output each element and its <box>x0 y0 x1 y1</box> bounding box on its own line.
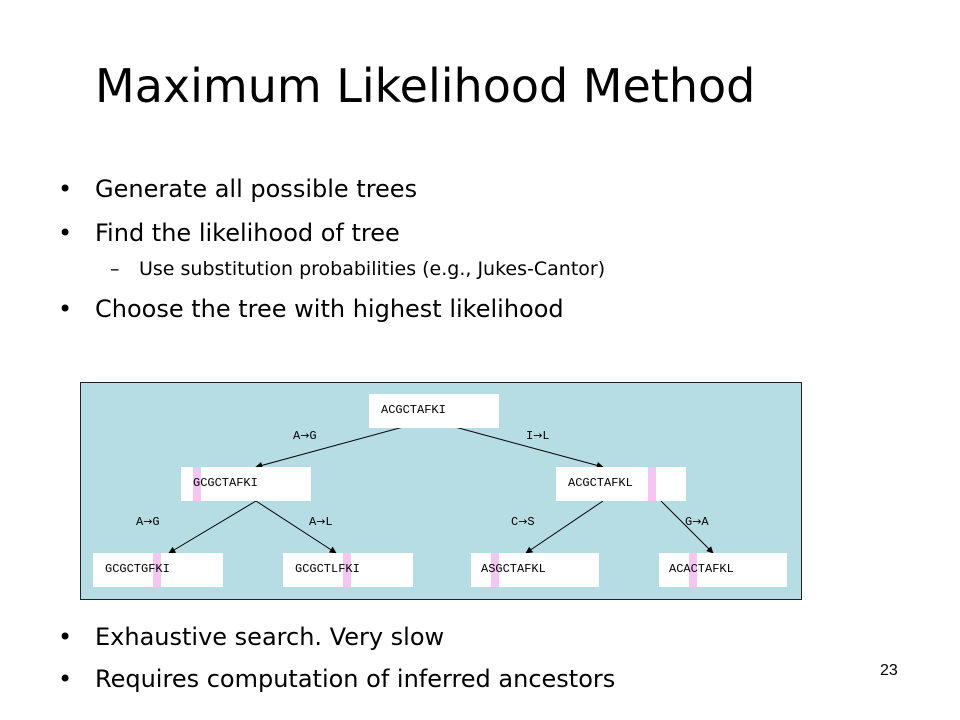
page-number: 23 <box>880 662 898 679</box>
bullet-marker: • <box>58 175 73 203</box>
node-sequence: ASGCTAFKL <box>481 562 546 576</box>
edge-left-leaf1 <box>168 500 257 554</box>
bullet-text: Generate all possible trees <box>95 175 418 203</box>
edge-label-right-leaf2: G→A <box>685 515 709 529</box>
arrow-right-icon: → <box>692 515 702 528</box>
edge-label-root-left: A→G <box>293 429 317 443</box>
substitution-highlight <box>153 553 161 587</box>
tree-leaf-2: GCGCTLFKI <box>283 553 413 587</box>
bullet-marker: • <box>58 623 73 651</box>
edge-right-leaf1 <box>525 500 604 554</box>
node-sequence: ACACTAFKL <box>669 562 734 576</box>
substitution-highlight <box>689 553 697 587</box>
substitution-highlight <box>193 467 201 501</box>
edge-label-left-leaf1: A→G <box>136 515 160 529</box>
node-sequence: GCGCTAFKI <box>193 476 258 490</box>
sub-bullet-text: Use substitution probabilities (e.g., Ju… <box>139 258 606 280</box>
edge-label-root-right: I→L <box>526 429 550 443</box>
bullet-item: • Find the likelihood of tree <box>58 218 400 248</box>
arrow-right-icon: → <box>300 429 310 442</box>
tree-leaf-1: GCGCTGFKI <box>93 553 223 587</box>
substitution-highlight <box>491 553 499 587</box>
bullet-text: Choose the tree with highest likelihood <box>95 295 564 323</box>
sub-bullet-item: – Use substitution probabilities (e.g., … <box>110 256 606 282</box>
substitution-highlight <box>343 553 351 587</box>
tree-leaf-3: ASGCTAFKL <box>471 553 599 587</box>
bullet-marker: • <box>58 219 73 247</box>
bullet-marker: • <box>58 295 73 323</box>
bullet-item: • Generate all possible trees <box>58 174 418 204</box>
edge-left-leaf2 <box>255 500 337 554</box>
arrow-right-icon: → <box>533 429 543 442</box>
node-sequence: ACGCTAFKI <box>381 403 446 417</box>
tree-diagram: ACGCTAFKI GCGCTAFKI ACGCTAFKL GCGCTGFKI … <box>80 382 802 600</box>
node-sequence: ACGCTAFKL <box>568 476 633 490</box>
arrow-right-icon: → <box>518 515 528 528</box>
tree-leaf-4: ACACTAFKL <box>659 553 787 587</box>
edge-right-leaf2 <box>660 500 714 554</box>
slide-title: Maximum Likelihood Method <box>95 59 756 113</box>
tree-node-left: GCGCTAFKI <box>181 467 311 501</box>
sub-bullet-marker: – <box>110 258 120 280</box>
arrow-right-icon: → <box>316 515 326 528</box>
substitution-highlight <box>648 467 656 501</box>
bullet-text: Exhaustive search. Very slow <box>95 623 445 651</box>
bullet-text: Requires computation of inferred ancesto… <box>95 665 616 693</box>
node-sequence: GCGCTGFKI <box>105 562 170 576</box>
arrow-right-icon: → <box>143 515 153 528</box>
bullet-item: • Requires computation of inferred ances… <box>58 664 616 694</box>
node-sequence: GCGCTLFKI <box>295 562 360 576</box>
edge-label-right-leaf1: C→S <box>511 515 535 529</box>
bullet-marker: • <box>58 665 73 693</box>
edge-label-left-leaf2: A→L <box>309 515 333 529</box>
bullet-item: • Choose the tree with highest likelihoo… <box>58 294 564 324</box>
tree-node-right: ACGCTAFKL <box>556 467 686 501</box>
bullet-text: Find the likelihood of tree <box>95 219 400 247</box>
bullet-item: • Exhaustive search. Very slow <box>58 622 445 652</box>
tree-node-root: ACGCTAFKI <box>369 394 499 428</box>
